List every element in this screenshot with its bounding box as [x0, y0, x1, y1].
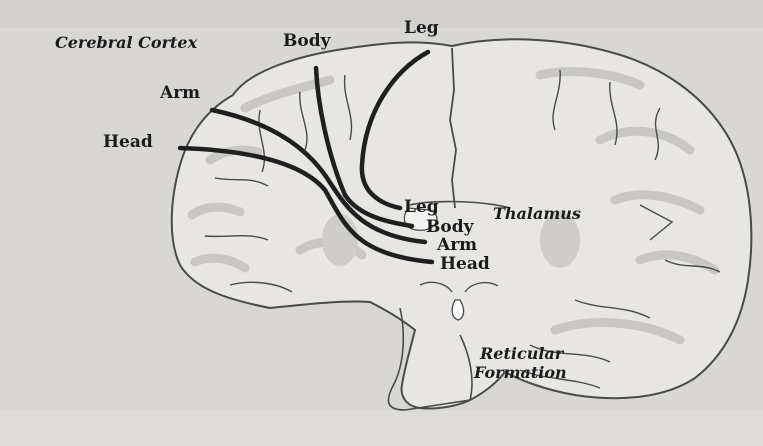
label-leg-top: Leg [404, 18, 439, 38]
label-thalamus: Thalamus [493, 204, 581, 223]
label-body-top: Body [283, 31, 332, 51]
label-body-inner: Body [426, 217, 475, 237]
label-formation: Formation [473, 363, 567, 382]
page-top-band [0, 0, 763, 28]
third-ventricle [452, 300, 463, 320]
page-bottom-band [0, 410, 763, 446]
label-leg-inner: Leg [404, 197, 439, 217]
label-reticular: Reticular [479, 344, 565, 363]
label-arm-inner: Arm [436, 235, 477, 255]
label-head-left: Head [103, 132, 153, 152]
label-head-inner: Head [440, 254, 490, 274]
label-arm-left: Arm [159, 83, 200, 103]
label-cerebral-cortex: Cerebral Cortex [55, 33, 198, 52]
